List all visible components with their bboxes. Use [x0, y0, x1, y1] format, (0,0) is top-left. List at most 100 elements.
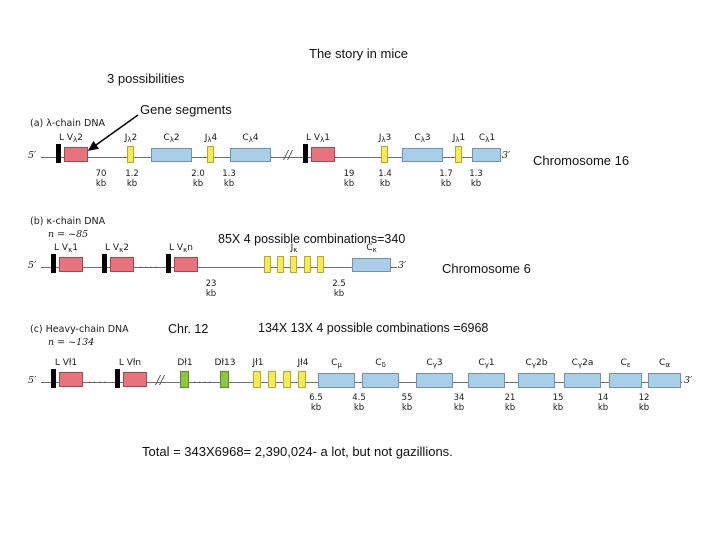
kappa-combinations-note: 85X 4 possible combinations=340 [218, 232, 406, 246]
lambda-j-1 [455, 146, 462, 163]
heavy-backbone [41, 382, 682, 384]
chromosome-6-label: Chromosome 6 [442, 261, 531, 276]
kappa-label-LV1: L Vκ1 [54, 243, 78, 254]
heavy-label-Calpha: Cα [659, 358, 670, 369]
heavy-label-LV1: L Vł1 [54, 358, 78, 368]
kappa-leader-n [166, 254, 171, 273]
lambda-label-J3: Jλ3 [378, 133, 392, 144]
heavy-label-Cgamma3: Cγ3 [426, 358, 443, 369]
heavy-j-1 [253, 371, 261, 388]
panel-heavy-caption: (c) Heavy-chain DNA [30, 324, 129, 335]
lambda-j-4 [207, 146, 214, 163]
heavy-label-D1: Dł1 [177, 358, 193, 368]
kappa-j-3 [290, 256, 297, 273]
heavy-label-Cgamma2a: Cγ2a [571, 358, 594, 369]
chr12-note: Chr. 12 [168, 322, 209, 336]
kappa-leader-2 [102, 254, 107, 273]
heavy-label-D13: Dł13 [214, 358, 236, 368]
kappa-j-5 [317, 256, 324, 273]
lambda-v-1 [311, 147, 335, 162]
heavy-ellipsis-v: ···· [88, 376, 108, 389]
heavy-c-gamma1 [468, 373, 505, 388]
kappa-j-2 [277, 256, 284, 273]
heavy-d-1 [180, 371, 189, 388]
gene-segments-arrow [87, 114, 139, 151]
lambda-j-3 [381, 146, 388, 163]
kappa-5prime-label: 5′ [28, 260, 37, 271]
lambda-label-C4: Cλ4 [242, 133, 259, 144]
kappa-backbone [41, 267, 397, 269]
kappa-label-LVn: L Vκn [169, 243, 193, 254]
heavy-c-gamma2a [564, 373, 601, 388]
kappa-label-LV2: L Vκ2 [105, 243, 129, 254]
gene-segments-callout: Gene segments [140, 102, 232, 117]
lambda-label-C1: Cλ1 [478, 133, 496, 144]
panel-kappa-n-label: n = ~85 [48, 229, 89, 240]
heavy-c-gamma2b [518, 373, 555, 388]
kappa-leader-1 [51, 254, 56, 273]
lambda-3prime-label: 3′ [502, 150, 511, 161]
heavy-c-epsilon [609, 373, 642, 388]
kappa-3prime-label: 3′ [398, 260, 407, 271]
heavy-d-13 [220, 371, 229, 388]
heavy-c-delta [362, 373, 399, 388]
heavy-v-1 [59, 372, 83, 387]
panel-heavy-n-label: n = ~134 [48, 337, 95, 348]
heavy-label-J4: Jł4 [297, 358, 309, 368]
lambda-c-3 [402, 148, 443, 162]
kappa-c [352, 258, 391, 272]
heavy-ellipsis-d: ···· [193, 376, 213, 389]
kappa-ellipsis-v: ···· [139, 261, 159, 274]
lambda-label-C3: Cλ3 [414, 133, 431, 144]
heavy-label-LVn: L Vłn [118, 358, 142, 368]
heavy-label-Cdelta: Cδ [375, 358, 386, 369]
lambda-c-4 [230, 148, 271, 162]
kappa-j-1 [264, 256, 271, 273]
heavy-c-mu [318, 373, 355, 388]
kappa-v-2 [110, 257, 134, 272]
lambda-5prime-label: 5′ [28, 150, 37, 161]
heavy-label-J1: Jł1 [252, 358, 264, 368]
heavy-c-alpha [648, 373, 681, 388]
panel-kappa-caption: (b) κ-chain DNA [30, 216, 106, 227]
chromosome-16-label: Chromosome 16 [533, 153, 630, 168]
total-note: Total = 343X6968= 2,390,024- a lot, but … [142, 444, 453, 459]
kappa-v-1 [59, 257, 83, 272]
heavy-j-4 [298, 371, 306, 388]
heavy-label-Cgamma2b: Cγ2b [525, 358, 548, 369]
heavy-v-n [123, 372, 147, 387]
heavy-5prime-label: 5′ [28, 375, 37, 386]
heavy-label-Cmu: Cμ [331, 358, 342, 369]
kappa-j-4 [304, 256, 311, 273]
lambda-break-symbol: // [284, 148, 293, 162]
heavy-label-Cepsilon: Cε [620, 358, 631, 369]
heavy-j-3 [283, 371, 291, 388]
kappa-v-n [174, 257, 198, 272]
heavy-c-gamma3 [416, 373, 453, 388]
heavy-leader-n [115, 369, 120, 388]
heavy-j-2 [268, 371, 276, 388]
lambda-leader-1 [56, 144, 61, 163]
heavy-break-symbol: // [156, 373, 165, 387]
lambda-c-1 [472, 148, 501, 162]
heavy-leader-1 [51, 369, 56, 388]
lambda-label-J1: Jλ1 [452, 133, 466, 144]
heavy-label-Cgamma1: Cγ1 [478, 358, 495, 369]
heavy-3prime-label: 3′ [684, 375, 693, 386]
lambda-label-LV1: L Vλ1 [306, 133, 330, 144]
